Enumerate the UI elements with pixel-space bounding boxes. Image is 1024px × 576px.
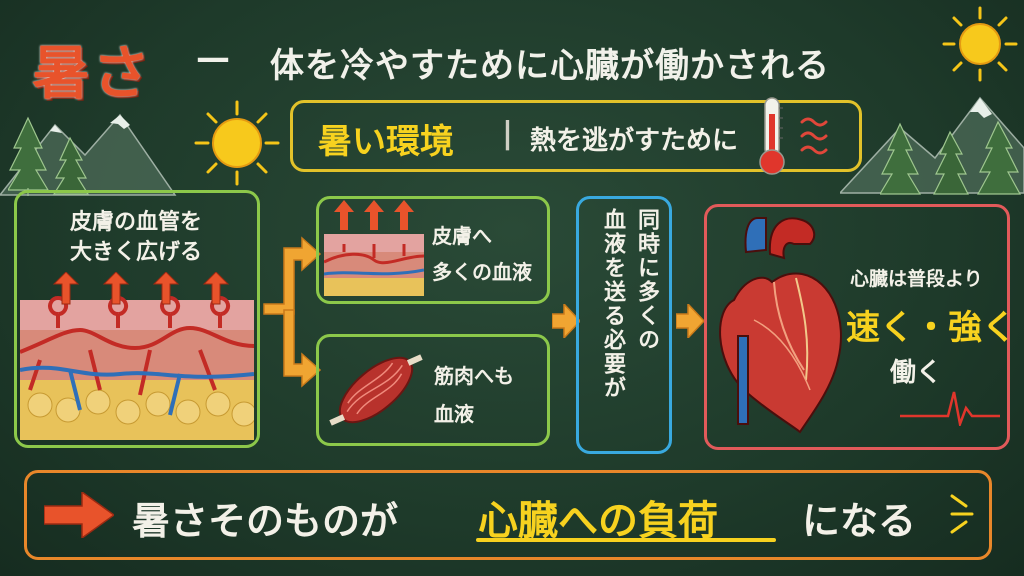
mountain-icon (0, 113, 177, 196)
title-dash: — (196, 38, 231, 78)
sun-icon (942, 6, 1018, 82)
heart-icon (719, 217, 842, 434)
heart-line2: 速く・強く (846, 308, 1016, 348)
muscle-icon (329, 354, 423, 426)
conclusion-box (24, 470, 992, 560)
heartbeat-line-icon (900, 391, 1000, 426)
simultaneous-col1: 同時に多くの (634, 208, 659, 352)
branch-arrow-icon (263, 236, 322, 388)
muscle-line2: 血液 (434, 402, 474, 426)
thermometer-icon (759, 97, 785, 175)
title-main: 暑さ (32, 39, 153, 107)
arrow-icon (676, 304, 704, 338)
skin-blood-box (316, 196, 550, 304)
skin-cross-section-icon (20, 296, 254, 440)
heart-line1: 心臓は普段より (850, 268, 983, 290)
emphasis-lines-icon (950, 494, 974, 534)
skin-blood-line2: 多くの血液 (432, 260, 532, 284)
heat-wave-icon (800, 117, 828, 155)
environment-separator: | (502, 116, 513, 151)
simultaneous-col2: 血液を送る必要が (600, 208, 625, 400)
tree-icon (880, 120, 1022, 195)
conclusion-part1: 暑さそのものが (132, 499, 399, 543)
tree-icon (8, 116, 90, 196)
skin-box-line1: 皮膚の血管を (70, 210, 203, 235)
skin-box-line2: 大きく広げる (70, 240, 203, 265)
skin-blood-line1: 皮膚へ (432, 224, 492, 248)
heart-box (704, 204, 1010, 450)
muscle-box (316, 334, 550, 446)
skin-cross-section-icon (324, 200, 424, 296)
arrow-icon (44, 492, 114, 538)
heart-line3: 働く (890, 358, 943, 388)
emphasis-underline (476, 538, 776, 542)
conclusion-emphasis: 心臓への負荷 (478, 498, 718, 544)
heat-up-arrows-icon (52, 272, 230, 305)
arrow-icon (552, 304, 580, 338)
title-subtitle: 体を冷やすために心臓が働かされる (270, 46, 830, 86)
sun-icon (194, 100, 280, 186)
skin-vessel-box (14, 190, 260, 448)
environment-box (290, 100, 862, 172)
environment-reason: 熱を逃がすために (530, 126, 739, 156)
muscle-line1: 筋肉へも (434, 364, 514, 388)
environment-label: 暑い環境 (318, 122, 454, 162)
simultaneous-box (576, 196, 672, 454)
conclusion-part2: になる (802, 499, 917, 543)
